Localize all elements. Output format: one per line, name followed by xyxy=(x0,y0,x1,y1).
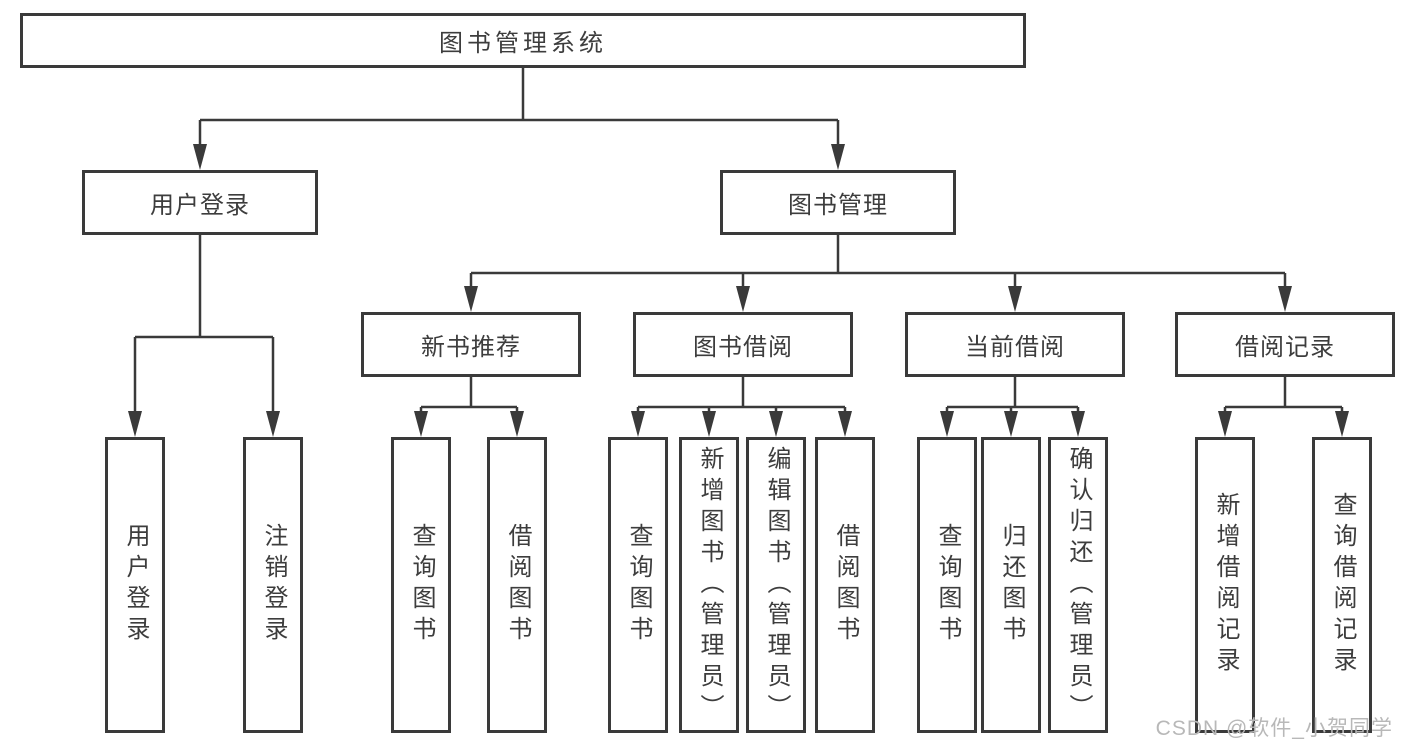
leaf-borrow-edit-book-admin: 编辑图书（管理员） xyxy=(746,437,806,733)
leaf-label: 新增借阅记录 xyxy=(1212,492,1239,678)
leaf-borrow-borrow-book: 借阅图书 xyxy=(815,437,875,733)
leaf-current-query-book: 查询图书 xyxy=(917,437,977,733)
leaf-logout: 注销登录 xyxy=(243,437,303,733)
leaf-label: 注销登录 xyxy=(260,523,287,647)
leaf-label: 借阅图书 xyxy=(504,523,531,647)
leaf-label: 查询图书 xyxy=(408,523,435,647)
node-current-borrow: 当前借阅 xyxy=(905,312,1125,377)
node-book-borrow: 图书借阅 xyxy=(633,312,853,377)
node-book-management: 图书管理 xyxy=(720,170,956,235)
node-label: 图书管理 xyxy=(788,192,888,219)
node-label: 当前借阅 xyxy=(965,334,1065,361)
leaf-label: 查询图书 xyxy=(934,523,961,647)
leaf-borrow-add-book-admin: 新增图书（管理员） xyxy=(679,437,739,733)
node-label: 图书借阅 xyxy=(693,334,793,361)
leaf-label: 归还图书 xyxy=(998,523,1025,647)
leaf-label: 编辑图书（管理员） xyxy=(763,445,790,725)
leaf-user-login: 用户登录 xyxy=(105,437,165,733)
node-label: 用户登录 xyxy=(150,192,250,219)
leaf-label: 查询借阅记录 xyxy=(1329,492,1356,678)
node-library-management-system: 图书管理系统 xyxy=(20,13,1026,68)
leaf-label: 查询图书 xyxy=(625,523,652,647)
leaf-current-confirm-return-admin: 确认归还（管理员） xyxy=(1048,437,1108,733)
leaf-record-add-borrow-record: 新增借阅记录 xyxy=(1195,437,1255,733)
csdn-watermark: CSDN @软件_小贺同学 xyxy=(1155,717,1393,740)
node-borrow-record: 借阅记录 xyxy=(1175,312,1395,377)
leaf-borrow-query-book: 查询图书 xyxy=(608,437,668,733)
node-new-book-recommend: 新书推荐 xyxy=(361,312,581,377)
node-label: 图书管理系统 xyxy=(439,30,607,57)
arrowheads xyxy=(128,144,1349,437)
leaf-current-return-book: 归还图书 xyxy=(981,437,1041,733)
leaf-newbooks-borrow-book: 借阅图书 xyxy=(487,437,547,733)
leaf-label: 用户登录 xyxy=(122,523,149,647)
leaf-label: 确认归还（管理员） xyxy=(1065,445,1092,725)
node-user-login: 用户登录 xyxy=(82,170,318,235)
leaf-newbooks-query-book: 查询图书 xyxy=(391,437,451,733)
leaf-label: 新增图书（管理员） xyxy=(696,445,723,725)
leaf-label: 借阅图书 xyxy=(832,523,859,647)
node-label: 新书推荐 xyxy=(421,334,521,361)
node-label: 借阅记录 xyxy=(1235,334,1335,361)
leaf-record-query-borrow-record: 查询借阅记录 xyxy=(1312,437,1372,733)
